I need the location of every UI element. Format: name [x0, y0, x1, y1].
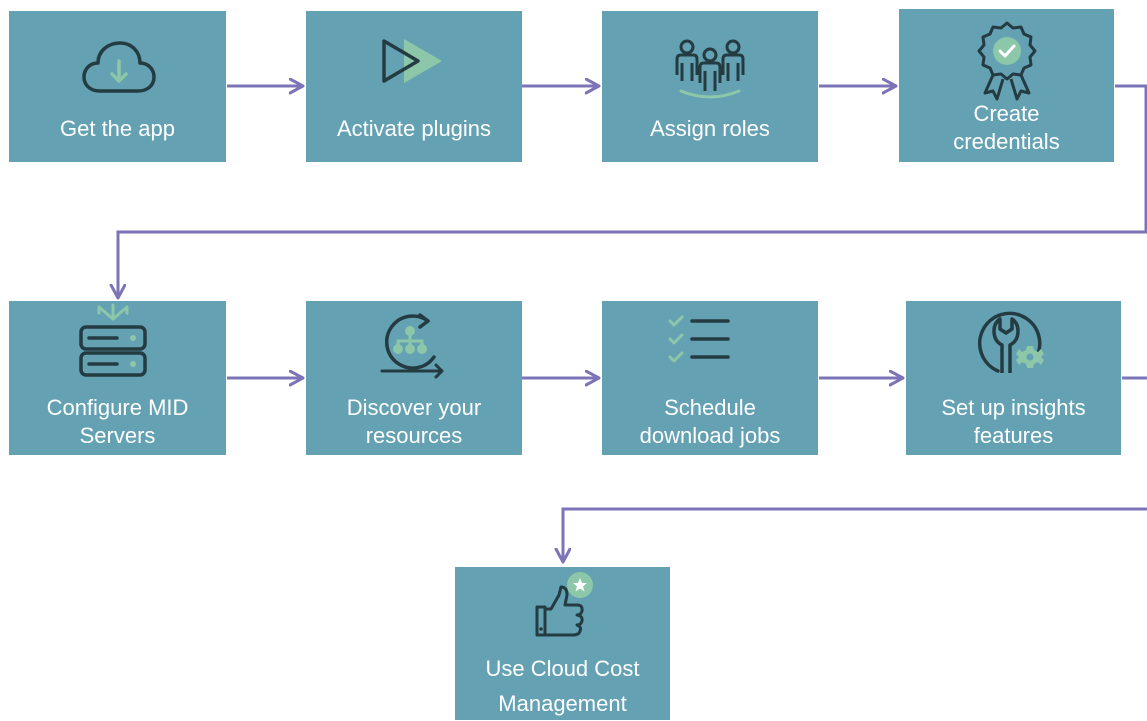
arrow-step8-to-step9 — [563, 376, 1147, 562]
step-label: Set up insights features — [941, 395, 1086, 448]
step-label: Create credentials — [953, 101, 1060, 154]
step-schedule-download-jobs: Schedule download jobs — [602, 301, 818, 455]
step-use-cloud-cost-management: Use Cloud Cost Management — [455, 567, 670, 720]
step-label: Get the app — [60, 116, 175, 141]
step-label: Activate plugins — [336, 116, 492, 141]
arrow-step4-to-step5 — [118, 84, 1147, 298]
play-arrows-icon — [380, 37, 444, 85]
discovery-cycle-icon — [376, 309, 452, 381]
step-label: Schedule download jobs — [639, 395, 781, 448]
award-badge-icon — [975, 19, 1039, 103]
thumbs-up-star-icon — [527, 569, 599, 639]
step-set-up-insights-features: Set up insights features — [906, 301, 1121, 455]
step-label: Use Cloud Cost Management — [485, 656, 640, 716]
step-activate-plugins: Activate plugins — [306, 11, 522, 162]
wrench-gear-icon — [976, 305, 1052, 379]
people-group-icon — [673, 37, 747, 101]
step-label: Discover your resources — [346, 395, 482, 448]
step-configure-mid-servers: Configure MID Servers — [9, 301, 226, 455]
step-create-credentials: Create credentials — [899, 9, 1114, 162]
step-get-the-app: Get the app — [9, 11, 226, 162]
checklist-icon — [666, 313, 734, 371]
step-label: Assign roles — [650, 116, 770, 141]
step-discover-your-resources: Discover your resources — [306, 301, 522, 455]
step-label: Configure MID Servers — [46, 395, 189, 448]
server-stack-icon — [77, 301, 149, 381]
step-assign-roles: Assign roles — [602, 11, 818, 162]
cloud-download-icon — [80, 39, 156, 99]
